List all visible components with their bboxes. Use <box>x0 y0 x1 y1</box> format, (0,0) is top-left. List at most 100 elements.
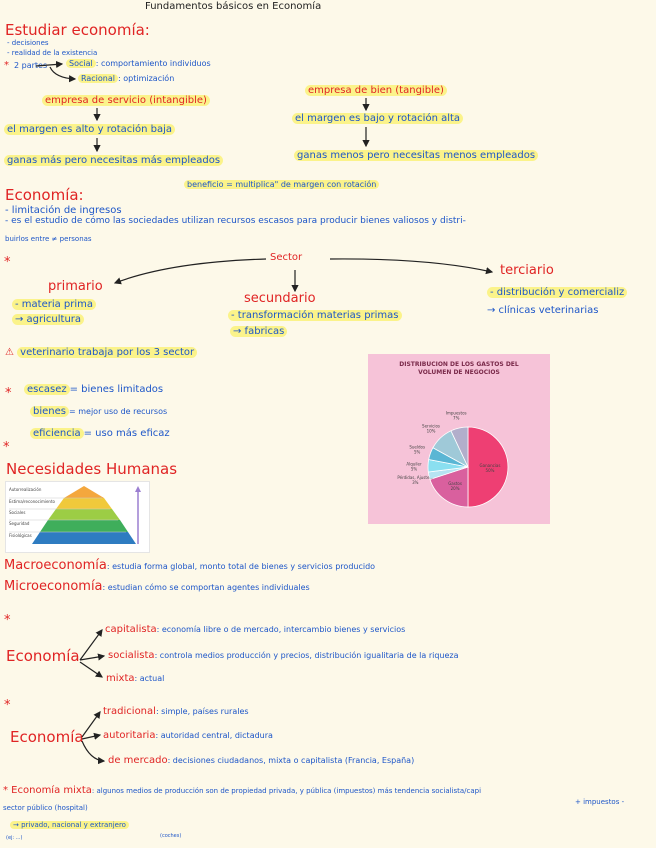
pie-pct-5: 10% <box>427 429 436 434</box>
social-row: Social: comportamiento individuos <box>66 59 211 69</box>
maslow-pyramid: Autorrealización Estima/reconocimiento S… <box>5 481 150 553</box>
mercado-row: de mercado: decisiones ciudadanos, mixta… <box>108 755 415 766</box>
pie-slice-1 <box>429 466 469 508</box>
capitalista-row: capitalista: economía libre o de mercado… <box>105 624 406 635</box>
pyramid-level-4 <box>40 520 128 532</box>
pie-label-2: Pérdidas, Ajuste... <box>397 475 433 480</box>
micro-text: : estudian cómo se comportan agentes ind… <box>102 583 310 592</box>
arrow-terciario <box>329 258 494 275</box>
pie-pct-2: 3% <box>412 480 419 485</box>
pyramid-label-1: Autorrealización <box>9 487 42 492</box>
arrow-autoritaria <box>81 732 102 740</box>
pyramid-label-3: Sociales <box>9 510 26 515</box>
mixta-line-4-right: (coches) <box>160 833 182 839</box>
bien-title: empresa de bien (tangible) <box>305 85 447 96</box>
primario-label: primario <box>48 279 103 294</box>
pyramid-svg <box>9 486 141 544</box>
pie-label-0: Ganancias <box>480 463 501 468</box>
pie-label-4: Sueldos <box>409 445 425 450</box>
terciario-item-1: - distribución y comercializ <box>487 287 628 298</box>
sector-center: Sector <box>270 252 303 263</box>
bienes-row: bienes= mejor uso de recursos <box>30 406 167 417</box>
pie-pct-0: 50% <box>486 468 495 473</box>
social-label: Social <box>66 59 96 68</box>
mixta-line-2: sector público (hospital) <box>3 804 88 812</box>
racional-text: : optimización <box>118 74 175 83</box>
secundario-label: secundario <box>244 291 316 306</box>
tradicional-row: tradicional: simple, países rurales <box>103 706 249 717</box>
arrow-primario <box>113 258 267 285</box>
mixta-line-3: → privado, nacional y extranjero <box>10 821 129 830</box>
necesidades-heading: Necesidades Humanas <box>6 460 178 478</box>
pie-pct-3: 5% <box>411 466 418 471</box>
star-icon: * <box>4 60 9 71</box>
micro-label: Microeconomía <box>4 579 103 594</box>
mixta-line-1: * Economía mixta: algunos medios de prod… <box>3 785 482 796</box>
eficiencia-row: eficiencia= uso más eficaz <box>30 428 170 439</box>
chart-title: DISTRIBUCION DE LOS GASTOS DEL VOLUMEN D… <box>399 361 519 376</box>
arrow-up-icon <box>135 486 141 492</box>
partes-label: 2 partes <box>14 61 48 70</box>
social-text: : comportamiento individuos <box>95 59 211 68</box>
bien-ganas: ganas menos pero necesitas menos emplead… <box>294 150 539 161</box>
servicio-margen: el margen es alto y rotación baja <box>4 124 176 135</box>
pie-slice-0 <box>467 426 509 508</box>
sistemas2-star: * <box>4 698 11 713</box>
secundario-item-1: - transformación materias primas <box>228 310 402 321</box>
pyramid-level-1 <box>64 486 104 498</box>
pie-slice-6 <box>450 426 469 468</box>
bien-margen: el margen es bajo y rotación alta <box>292 113 464 124</box>
arrow-racional <box>49 66 77 83</box>
primario-item-2: → agricultura <box>12 314 85 325</box>
economia-line-2: - es el estudio de cómo las sociedades u… <box>5 216 466 226</box>
estudiar-heading: Estudiar economía: <box>5 21 150 39</box>
macro-row: Macroeconomía: estudia forma global, mon… <box>4 558 376 573</box>
pie-pct-6: 7% <box>453 415 460 420</box>
terciario-label: terciario <box>500 263 554 278</box>
pie-pct-1: 20% <box>451 486 460 491</box>
racional-label: Racional <box>78 74 118 83</box>
arrow-capitalista <box>79 629 103 661</box>
racional-row: Racional: optimización <box>78 74 175 84</box>
socialista-row: socialista: controla medios producción y… <box>108 650 459 661</box>
primario-item-1: - materia prima <box>12 299 97 310</box>
economia-line-1: - limitación de ingresos <box>5 205 122 216</box>
sistemas2-label: Economía <box>10 728 84 746</box>
autoritaria-row: autoritaria: autoridad central, dictadur… <box>103 730 273 741</box>
pie-label-6: Impuestos <box>446 410 467 415</box>
terciario-item-2: → clínicas veterinarias <box>487 305 599 316</box>
servicio-title: empresa de servicio (intangible) <box>42 95 210 106</box>
pyramid-label-4: Seguridad <box>9 521 30 526</box>
estudiar-item-1: - decisiones <box>7 39 49 47</box>
servicio-ganas: ganas más pero necesitas más empleados <box>4 155 224 166</box>
economia-heading: Economía: <box>5 186 84 204</box>
sistemas1-star: * <box>4 613 11 628</box>
gastos-pie-chart: DISTRIBUCION DE LOS GASTOS DEL VOLUMEN D… <box>368 354 550 524</box>
warning-triangle-icon: ⚠ <box>5 347 14 358</box>
sector-star: * <box>4 255 11 270</box>
arrow-tradicional <box>81 711 101 738</box>
pyramid-level-3 <box>48 509 120 520</box>
pie-label-3: Alquiler <box>406 461 422 466</box>
mixta1-row: mixta: actual <box>106 673 165 684</box>
arrow-socialista <box>79 653 106 661</box>
arrow-mercado <box>81 740 106 765</box>
pie-label-1: Gastos <box>448 481 462 486</box>
mixta-line-4-left: (ej: ...) <box>6 835 23 841</box>
pyramid-level-2 <box>56 498 112 509</box>
beneficio-note: beneficio = multiplica" de margen con ro… <box>184 180 380 190</box>
pyramid-level-5 <box>32 532 136 544</box>
warning-row: ⚠ veterinario trabaja por los 3 sector <box>5 347 198 358</box>
escasez-row: escasez= bienes limitados <box>24 384 163 395</box>
secundario-item-2: → fabricas <box>230 326 288 337</box>
sistemas1-label: Economía <box>6 647 80 665</box>
pie-pct-4: 5% <box>414 450 421 455</box>
page-title: Fundamentos básicos en Economía <box>145 1 322 12</box>
macro-label: Macroeconomía <box>4 558 107 573</box>
macro-text: : estudia forma global, monto total de b… <box>106 562 376 571</box>
pie-label-5: Servicios <box>422 424 440 429</box>
micro-row: Microeconomía: estudian cómo se comporta… <box>4 579 310 594</box>
necesidades-star: * <box>3 440 10 455</box>
pyramid-label-5: Fisiológicas <box>9 533 32 538</box>
